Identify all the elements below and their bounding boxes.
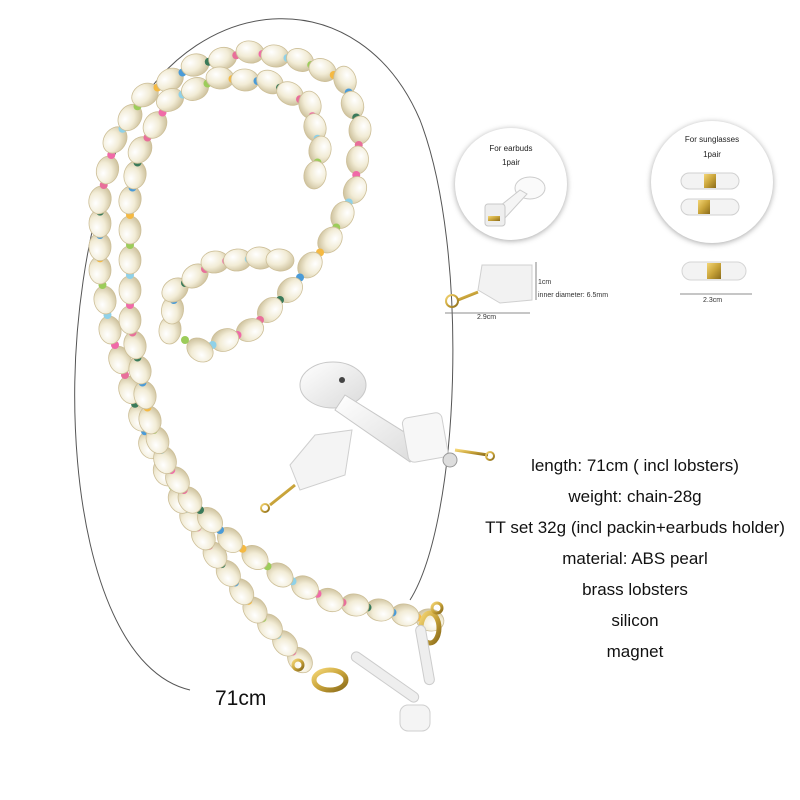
holder-width-label: 2.9cm [477,314,497,321]
pearl-bead [265,248,295,272]
holder-height-label: 1cm [538,279,552,286]
pearl-bead [118,275,142,305]
length-label: 71cm [215,687,267,710]
earbuds-panel-image [484,176,546,227]
spec-line: TT set 32g (incl packin+earbuds holder) [485,518,785,537]
pearl-bead [118,215,142,245]
length-oval-outline [74,18,454,691]
spec-line: length: 71cm ( incl lobsters) [531,456,739,475]
sunglass-loop-width-label: 2.3cm [703,297,723,304]
pearl-bead [88,185,112,215]
sunglasses-panel-qty: 1pair [703,150,721,159]
sunglass-loop-bottom [350,624,435,732]
pearl-necklace-chain [88,40,445,674]
earbuds-panel: For earbuds 1pair [455,128,567,240]
pearl-bead [346,145,369,175]
earbud-illustration [299,361,495,468]
earbuds-panel-title: For earbuds [489,144,533,153]
lobster-clasp-left [291,658,349,693]
spec-line: material: ABS pearl [562,549,708,568]
sunglasses-panel-title: For sunglasses [684,135,740,144]
spec-line: silicon [611,611,659,630]
pearl-bead [186,337,214,363]
spec-line: magnet [606,642,664,661]
sunglasses-panel: For sunglasses 1pair [651,121,773,243]
holder-dimension-diagram [445,262,537,314]
sunglass-loop-dimension-diagram [680,261,752,295]
sunglasses-panel-image [680,172,740,216]
earbud-holder-illustration [260,429,353,513]
pearl-bead [348,115,372,145]
specs-list: length: 71cm ( incl lobsters) weight: ch… [445,450,800,667]
pearl-bead [118,245,142,275]
pearl-bead [95,155,120,185]
pearl-bead [303,160,327,190]
spacer-bead [181,336,189,344]
pearl-bead [93,285,117,315]
spec-line: brass lobsters [582,580,688,599]
spec-line: weight: chain-28g [568,487,702,506]
pearl-bead [118,305,142,335]
earbuds-panel-qty: 1pair [502,158,520,167]
holder-inner-diameter-label: inner diameter: 6.5mm [538,292,609,299]
